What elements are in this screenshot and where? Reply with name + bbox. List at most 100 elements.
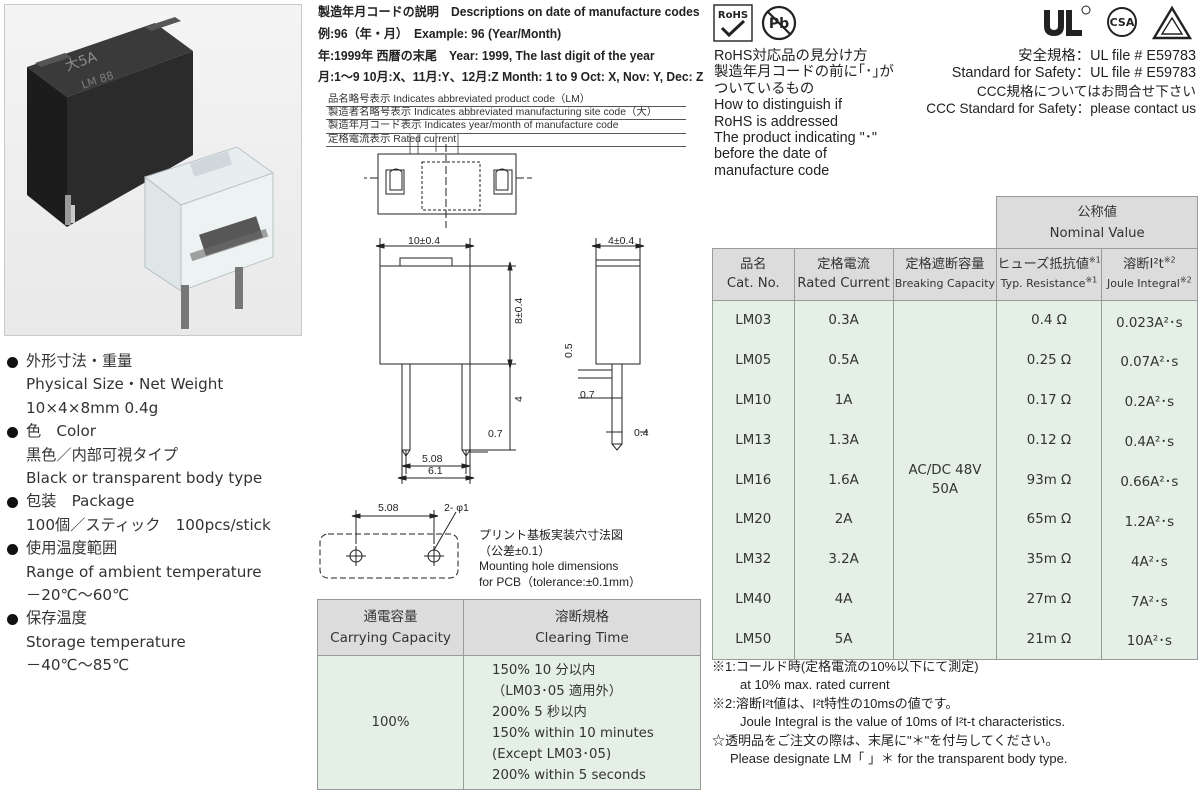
rohs-line: RoHS is addressed [714, 113, 838, 130]
clearing-line: 150% within 10 minutes [492, 725, 654, 741]
legend-row: 製造年月コード表示 Indicates year/month of manufa… [326, 120, 686, 134]
dim-side-pin: 0.7 [580, 389, 595, 401]
ul-mark-icon: UL [1044, 5, 1091, 36]
black-fuse-image [27, 17, 193, 227]
bullet-icon [7, 427, 18, 439]
rohs-line: before the date of [714, 146, 827, 163]
spec-line: 10×4×8mm 0.4g [26, 398, 159, 417]
header-en: Joule Integral [1107, 276, 1180, 290]
cell-joule: 0.2A²･s [1100, 380, 1199, 421]
date-code-example: 例:96（年・月） Example: 96 (Year/Month) [318, 26, 562, 41]
cell-cat-no: LM40 [712, 579, 795, 620]
cell-rated-current: 5A [793, 619, 894, 661]
spec-item-size: 外形寸法・重量 Physical Size・Net Weight 10×4×8m… [6, 350, 306, 420]
header-jp: 溶断規格 [555, 608, 609, 625]
pcb-note-line: Mounting hole dimensions [479, 559, 619, 574]
table-header-row: 通電容量 Carrying Capacity 溶断規格 Clearing Tim… [317, 599, 701, 656]
spec-heading: 外形寸法・重量 [26, 352, 133, 370]
cell-cat-no: LM13 [712, 420, 795, 461]
date-code-year: 年:1999年 西暦の末尾 Year: 1999, The last digit… [318, 48, 655, 63]
date-code-heading: 製造年月コードの説明 Descriptions on date of manuf… [318, 5, 700, 19]
table-row: 100% 150% 10 分以内 （LM03･05 適用外） 200% 5 秒以… [317, 654, 701, 791]
safety-line: CCC規格についてはお問合せ下さい [976, 83, 1196, 99]
spec-item-storage-temp: 保存温度 Storage temperature －40℃～85℃ [6, 607, 306, 677]
cell-resistance: 0.12 Ω [996, 420, 1102, 461]
spec-item-ambient-temp: 使用温度範囲 Range of ambient temperature －20℃… [6, 537, 306, 607]
product-photo: 大5A LM 88 [4, 4, 302, 336]
cell-rated-current: 1A [793, 380, 894, 421]
csa-mark-icon: CSA [1107, 7, 1137, 37]
footnote-line: ※2:溶断I²t値は、I²t特性の10msの値です。 [712, 695, 959, 711]
bullet-icon [7, 357, 18, 368]
cell-resistance: 0.17 Ω [996, 380, 1102, 421]
cell-breaking-capacity: AC/DC 48V 50A [892, 300, 998, 661]
spec-heading: 保存温度 [26, 609, 87, 628]
cell-cat-no: LM50 [712, 619, 795, 661]
legend-row: 定格電流表示 Rated current [326, 134, 686, 147]
clearing-line: （LM03･05 適用外） [492, 683, 623, 699]
spec-item-package: 包装 Package 100個／スティック 100pcs/stick [6, 490, 306, 537]
spec-list: 外形寸法・重量 Physical Size・Net Weight 10×4×8m… [6, 350, 306, 678]
dim-height: 8±0.4 [513, 298, 525, 324]
table-header-row: 品名 Cat. No. 定格電流 Rated Current 定格遮断容量 Br… [712, 248, 1199, 301]
spec-line: 黒色／内部可視タイプ [26, 445, 178, 464]
transparent-fuse-image [143, 146, 275, 329]
rohs-line: RoHS対応品の見分け方 [714, 48, 868, 64]
spec-line: －20℃～60℃ [26, 586, 130, 605]
cell-resistance: 65m Ω [996, 499, 1102, 540]
cell-rated-current: 3.2A [793, 539, 894, 580]
cell-rated-current: 0.3A [793, 300, 894, 341]
dim-pitch: 5.08 [422, 453, 443, 465]
cell-resistance: 35m Ω [996, 539, 1102, 580]
rating-table: 公称値 Nominal Value 品名 Cat. No. 定格電流 Rated… [712, 196, 1199, 661]
cell-resistance: 21m Ω [996, 619, 1102, 661]
dimension-drawing: 10±0.4 8±0.4 4 0.7 5.08 6.1 4±0.4 0.5 0.… [319, 134, 649, 579]
legend-row: 品名略号表示 Indicates abbreviated product cod… [326, 94, 686, 108]
bullet-icon [7, 614, 18, 626]
cell-joule: 0.023A²･s [1100, 300, 1199, 341]
header-spacer [712, 196, 997, 249]
dim-pin-width: 0.7 [488, 428, 503, 440]
legend-row: 製造者名略号表示 Indicates abbreviated manufactu… [326, 107, 686, 121]
dim-depth: 4±0.4 [608, 235, 634, 247]
header-jp: 公称値 [1077, 204, 1117, 220]
clearing-line: 200% 5 秒以内 [492, 704, 587, 720]
header-en: Breaking Capacity [894, 276, 996, 290]
cell-resistance: 27m Ω [996, 579, 1102, 620]
spec-line: －40℃～85℃ [26, 656, 130, 675]
table-row: LM16 1.6A 93m Ω 0.66A²･s [712, 460, 1199, 500]
rohs-line: ついているもの [714, 80, 815, 97]
cell-cat-no: LM32 [712, 539, 795, 580]
header-en: Typ. Resistance [1000, 276, 1086, 290]
cell-cat-no: LM05 [712, 340, 795, 381]
column-header-joule-integral: 溶断I²t※2 Joule Integral※2 [1100, 248, 1199, 301]
spec-heading: 色 Color [26, 422, 97, 441]
header-en: Nominal Value [1049, 225, 1145, 241]
breaking-line: AC/DC 48V [908, 463, 982, 478]
cell-joule: 10A²･s [1100, 619, 1199, 661]
pcb-note-line: （公差±0.1） [479, 543, 551, 558]
date-code-description: 製造年月コードの説明 Descriptions on date of manuf… [318, 2, 703, 89]
cell-cat-no: LM03 [712, 300, 795, 341]
table-row: LM05 0.5A 0.25 Ω 0.07A²･s [712, 340, 1199, 381]
top-view [364, 144, 532, 228]
dim-side-thickness: 0.4 [634, 427, 649, 439]
ccc-triangle-icon [1151, 5, 1193, 40]
safety-line: Standard for Safety：UL file # E59783 [951, 65, 1196, 82]
fuse-photo-illustration: 大5A LM 88 [27, 17, 275, 329]
rohs-badge-label: RoHS [718, 10, 748, 21]
rohs-line: How to distinguish if [714, 97, 842, 114]
table-row: LM13 1.3A 0.12 Ω 0.4A²･s [712, 420, 1199, 461]
carrying-capacity-table: 通電容量 Carrying Capacity 溶断規格 Clearing Tim… [317, 599, 701, 791]
rohs-line: The product indicating "･" [714, 130, 878, 147]
cell-resistance: 0.4 Ω [996, 300, 1102, 341]
pcb-note-line: for PCB（tolerance:±0.1mm） [479, 574, 641, 589]
clearing-line: (Except LM03･05) [492, 746, 612, 762]
clearing-line: 200% within 5 seconds [492, 767, 646, 783]
footnotes: ※1:コールド時(定格電流の10%以下にて測定) at 10% max. rat… [712, 658, 1198, 768]
bullet-icon [7, 497, 18, 509]
header-jp: 通電容量 [363, 608, 418, 625]
spec-line: Range of ambient temperature [26, 562, 262, 581]
header-en: Rated Current [797, 275, 890, 291]
dim-overall: 6.1 [428, 465, 443, 477]
